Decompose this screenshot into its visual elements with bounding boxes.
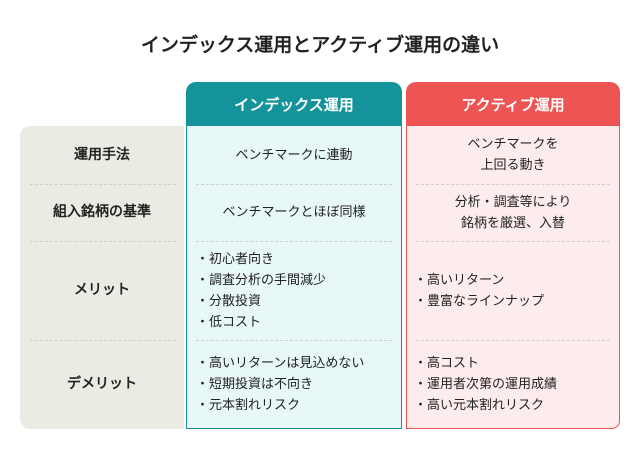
row-separator xyxy=(416,340,610,341)
row-label: 組入銘柄の基準 xyxy=(53,204,151,220)
list-item: 調査分析の手間減少 xyxy=(196,270,326,291)
list-item: 高コスト xyxy=(414,353,557,374)
row-separator xyxy=(30,340,176,341)
row-separator xyxy=(416,241,610,242)
index-cell: 高いリターンは見込めない 短期投資は不向き 元本割れリスク xyxy=(196,340,400,429)
active-cell: 高コスト 運用者次第の運用成績 高い元本割れリスク xyxy=(414,340,618,429)
index-cell: ベンチマークに連動 xyxy=(235,147,353,163)
list-item: 初心者向き xyxy=(196,249,326,270)
list-item: 高い元本割れリスク xyxy=(414,395,557,416)
row-separator xyxy=(196,184,392,185)
row-label: デメリット xyxy=(67,376,137,392)
list-item: 高いリターンは見込めない xyxy=(196,353,364,374)
list-item: 低コスト xyxy=(196,312,326,333)
header-active: アクティブ運用 xyxy=(406,82,620,126)
index-cell: 初心者向き 調査分析の手間減少 分散投資 低コスト xyxy=(196,241,396,340)
list-item: 豊富なラインナップ xyxy=(414,291,544,312)
list-item: 元本割れリスク xyxy=(196,395,364,416)
row-separator xyxy=(196,340,392,341)
row-separator xyxy=(30,241,176,242)
row-label: メリット xyxy=(74,282,130,298)
active-cell-line: 上回る動き xyxy=(480,158,546,173)
list-item: 運用者次第の運用成績 xyxy=(414,374,557,395)
row-separator xyxy=(196,241,392,242)
list-item: 分散投資 xyxy=(196,291,326,312)
row-separator xyxy=(416,184,610,185)
list-item: 高いリターン xyxy=(414,270,544,291)
page-title: インデックス運用とアクティブ運用の違い xyxy=(140,34,500,56)
index-cell: ベンチマークとほぼ同様 xyxy=(222,205,366,220)
active-cell: 高いリターン 豊富なラインナップ xyxy=(414,241,614,340)
active-cell: ベンチマークを 上回る動き xyxy=(406,126,620,184)
label-column xyxy=(20,126,184,429)
active-cell-line: ベンチマークを xyxy=(467,137,559,152)
active-cell-line: 銘柄を厳選、入替 xyxy=(460,215,565,231)
header-index: インデックス運用 xyxy=(186,82,402,126)
row-label: 運用手法 xyxy=(74,146,130,163)
active-cell-line: 分析・調査等により xyxy=(454,194,572,210)
active-cell: 分析・調査等により 銘柄を厳選、入替 xyxy=(406,184,620,241)
list-item: 短期投資は不向き xyxy=(196,374,364,395)
row-separator xyxy=(30,184,176,185)
